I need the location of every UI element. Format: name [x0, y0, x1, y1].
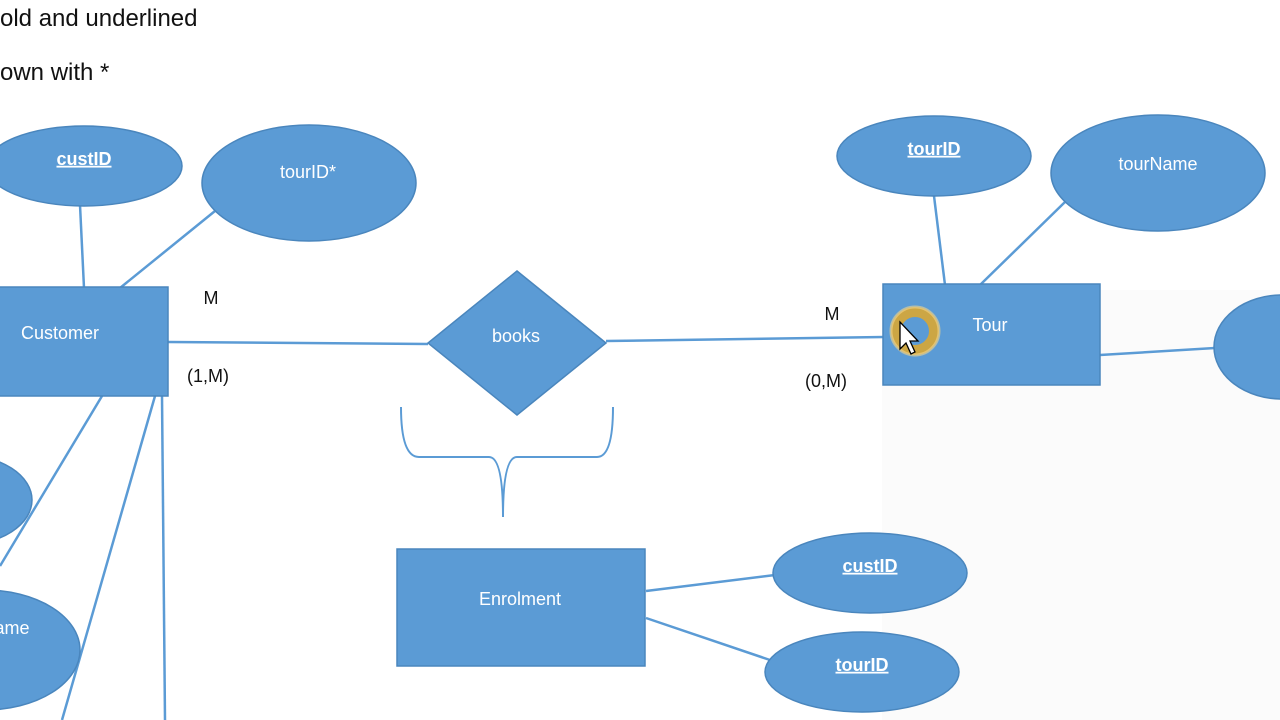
attribute-customer-name-label: ame	[0, 618, 30, 638]
line-books-tour	[605, 335, 885, 343]
relationship-books	[426, 270, 608, 416]
entity-enrolment	[396, 548, 646, 667]
note-foreign-key-rule: own with *	[0, 59, 110, 86]
note-key-rule: old and underlined	[0, 5, 198, 32]
line-customer-attr-c	[160, 395, 167, 720]
entity-tour	[882, 283, 1101, 386]
cardinality-tour-participation: (0,M)	[805, 371, 847, 391]
attribute-tour-tourname	[1050, 114, 1266, 232]
attribute-customer-offscreen	[0, 461, 33, 539]
attribute-tour-tourname-label: tourName	[1118, 154, 1197, 174]
relationship-books-label: books	[492, 326, 540, 346]
cardinality-tour-max: M	[825, 304, 840, 324]
line-customer-tourid	[119, 210, 216, 289]
line-tour-tourid	[932, 195, 947, 286]
attribute-tour-tourid	[836, 115, 1032, 197]
line-customer-custid	[78, 204, 86, 289]
attribute-customer-custid	[0, 125, 183, 207]
attribute-customer-name	[0, 590, 81, 710]
cardinality-customer-max: M	[204, 288, 219, 308]
attribute-enrolment-tourid-label: tourID	[836, 655, 889, 675]
entity-enrolment-label: Enrolment	[479, 589, 561, 609]
aggregation-brace	[400, 406, 614, 518]
entity-customer-label: Customer	[21, 323, 99, 343]
entity-tour-label: Tour	[972, 315, 1007, 335]
line-tour-offscreen-attribute	[1099, 346, 1216, 357]
attribute-tour-offscreen	[1213, 294, 1280, 400]
attribute-customer-tourid	[201, 124, 417, 242]
attribute-customer-tourid-label: tourID*	[280, 162, 336, 182]
attribute-enrolment-tourid	[764, 631, 960, 713]
attribute-enrolment-custid	[772, 532, 968, 614]
connectors	[0, 195, 1216, 720]
attribute-tour-tourid-label: tourID	[908, 139, 961, 159]
line-enrolment-custid	[645, 573, 776, 593]
mouse-pointer-icon	[889, 305, 941, 357]
line-customer-attr-a	[0, 395, 104, 567]
line-enrolment-tourid	[645, 616, 771, 662]
entity-customer	[0, 286, 169, 397]
line-customer-attr-b	[60, 395, 157, 720]
attribute-enrolment-custid-label: custID	[842, 556, 897, 576]
line-customer-books	[167, 340, 429, 346]
cardinality-customer-participation: (1,M)	[187, 366, 229, 386]
attribute-customer-custid-label: custID	[56, 149, 111, 169]
line-tour-tourname	[979, 201, 1066, 286]
